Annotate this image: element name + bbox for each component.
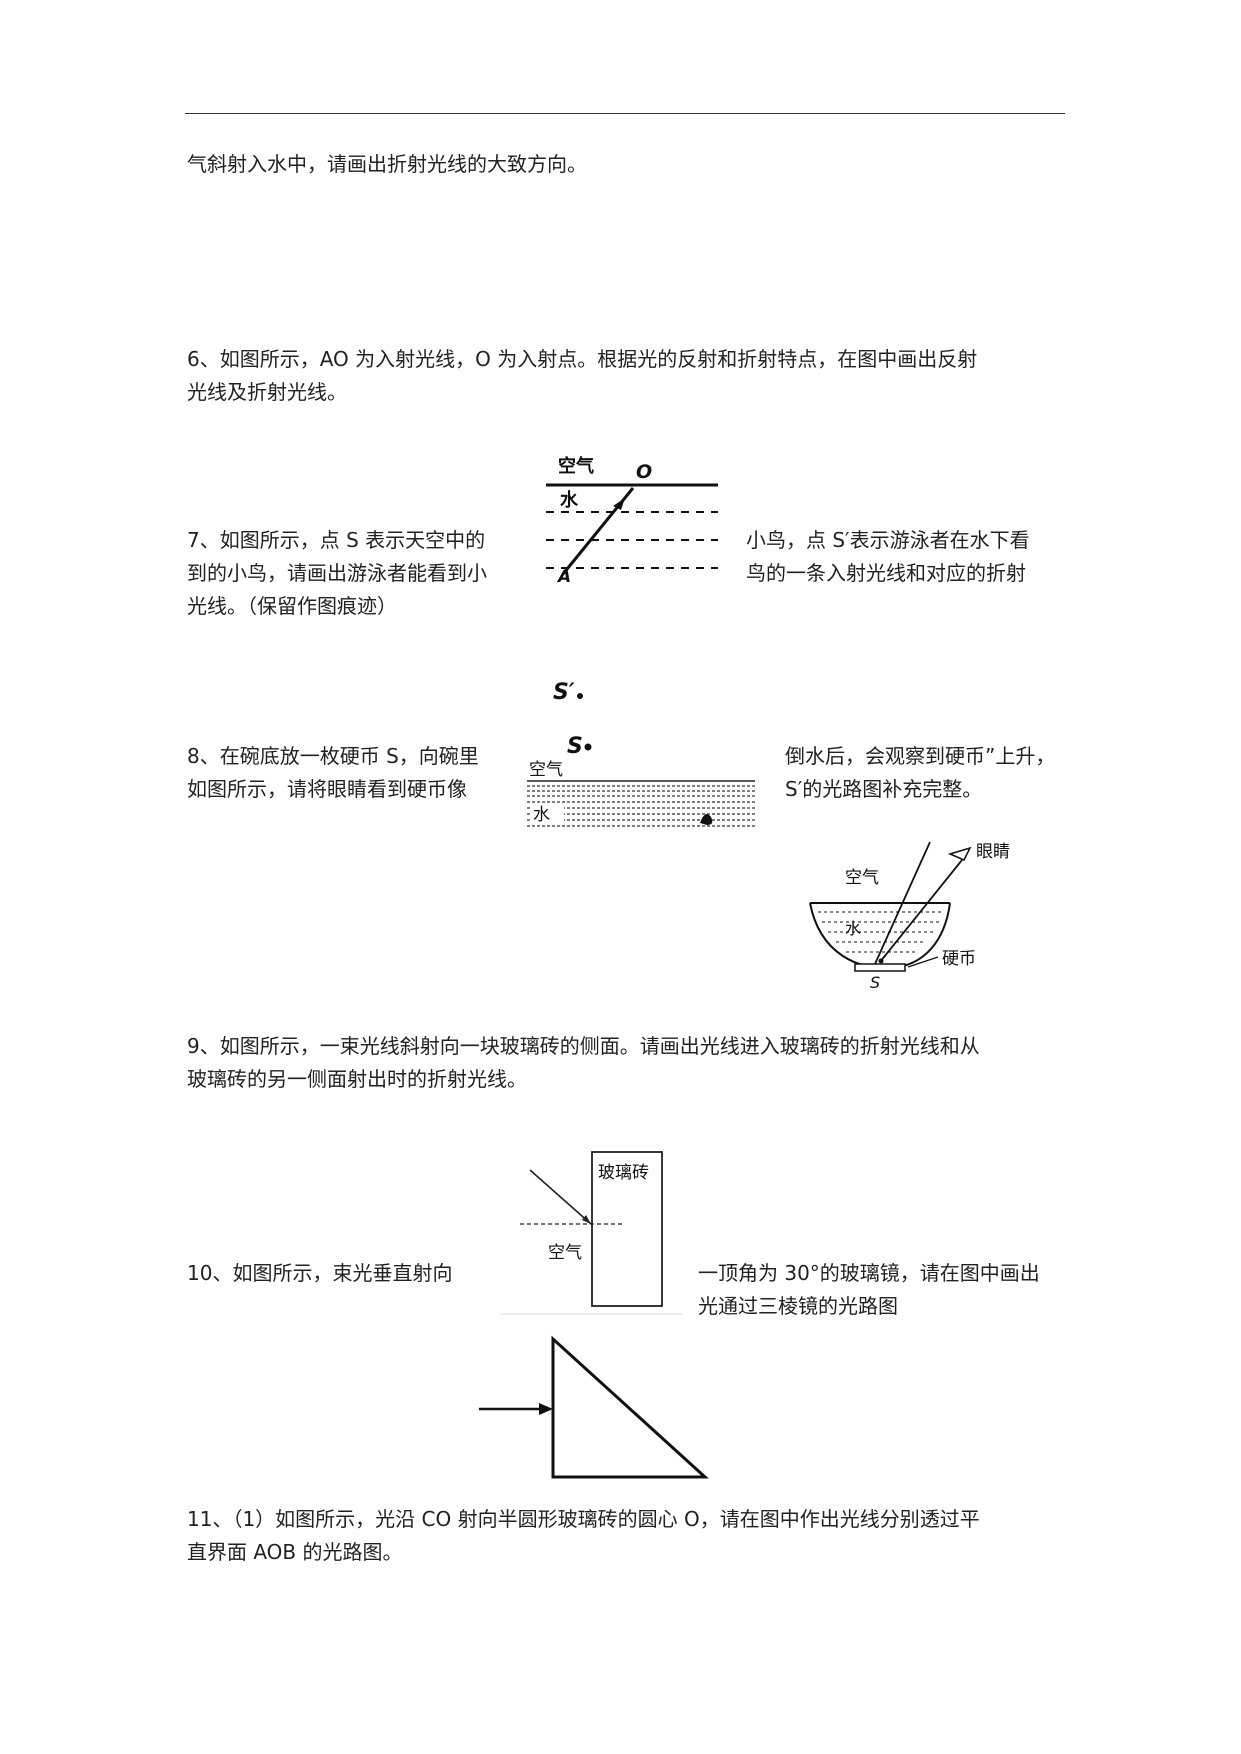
q6-text-line2: 光线及折射光线。 [187, 380, 347, 404]
q11-text-line2: 直界面 AOB 的光路图。 [187, 1540, 403, 1564]
q7-text-right-2: 鸟的一条入射光线和对应的折射 [746, 561, 1026, 585]
q8-label-water: 水 [845, 919, 861, 938]
q9-label-air: 空气 [548, 1243, 582, 1263]
q10-text-right-1: 一顶角为 30°的玻璃镜，请在图中画出 [698, 1261, 1040, 1285]
q6-ray-arrowhead [613, 498, 625, 510]
q7-water-label-bg [530, 803, 564, 823]
q7-label-water: 水 [533, 805, 550, 825]
q7-text-left-3: 光线。（保留作图痕迹） [187, 594, 397, 618]
q10-ray-arrowhead [539, 1403, 553, 1415]
q7-text-right-1: 小鸟，点 S′表示游泳者在水下看 [746, 528, 1030, 552]
q7-label-s: S [567, 734, 583, 759]
q8-label-air: 空气 [845, 868, 879, 888]
q7-point-s-prime [577, 693, 583, 699]
q8-figure: 水 空气 眼睛 硬币 S [809, 841, 1010, 992]
q9-text-line2: 玻璃砖的另一侧面射出时的折射光线。 [187, 1067, 527, 1091]
q8-water-hatching [818, 911, 943, 953]
q7-swimmer-eye-icon [700, 814, 713, 825]
q8-label-s: S [870, 973, 880, 992]
q6-label-air: 空气 [558, 455, 594, 477]
top-continuation-text: 气斜射入水中，请画出折射光线的大致方向。 [187, 152, 587, 176]
q7-point-s [584, 743, 592, 751]
q6-label-a: A [556, 567, 571, 587]
q10-text-right-2: 光通过三棱镜的光路图 [698, 1294, 898, 1318]
q8-eye-icon [947, 846, 972, 861]
q9-glass-brick [591, 1151, 663, 1307]
q8-ray-2 [879, 859, 963, 963]
q10-figure [479, 1335, 709, 1479]
q10-text-left: 10、如图所示，束光垂直射向 [187, 1261, 453, 1285]
q11-text-line1: 11、（1）如图所示，光沿 CO 射向半圆形玻璃砖的圆心 O，请在图中作出光线分… [187, 1507, 980, 1531]
q6-figure: 空气 O 水 A [546, 455, 718, 587]
q9-figure: 玻璃砖 空气 [500, 1151, 682, 1315]
q9-incident-ray [529, 1169, 592, 1225]
q8-label-eye: 眼睛 [976, 842, 1010, 862]
q10-prism [551, 1335, 709, 1479]
q7-water-hatching [527, 785, 755, 827]
q9-ray-arrowhead [582, 1215, 591, 1224]
q6-text-line1: 6、如图所示，AO 为入射光线，O 为入射点。根据光的反射和折射特点，在图中画出… [187, 347, 978, 371]
q8-label-coin: 硬币 [942, 949, 976, 969]
q8-text-right-2: S′的光路图补充完整。 [785, 777, 983, 801]
q9-text-line1: 9、如图所示，一束光线斜射向一块玻璃砖的侧面。请画出光线进入玻璃砖的折射光线和从 [187, 1034, 980, 1058]
q7-text-left-2: 到的小鸟，请画出游泳者能看到小 [187, 561, 487, 585]
q7-label-air: 空气 [529, 760, 563, 780]
q8-text-right-1: 倒水后，会观察到硬币”上升， [785, 744, 1056, 768]
q8-text-left-2: 如图所示，请将眼睛看到硬币像 [187, 777, 467, 801]
header-rule [185, 113, 1065, 114]
q7-figure: S′ S 空气 水 [527, 680, 755, 827]
q8-ray-1 [874, 841, 931, 965]
q9-label-glass: 玻璃砖 [598, 1163, 649, 1183]
q8-text-left-1: 8、在碗底放一枚硬币 S，向碗里 [187, 744, 479, 768]
q7-text-left-1: 7、如图所示，点 S 表示天空中的 [187, 528, 486, 552]
q6-label-o: O [636, 461, 652, 483]
q8-coin-point [878, 958, 884, 964]
q8-coin-leader [907, 956, 939, 968]
q6-label-water: 水 [560, 489, 579, 511]
q7-label-s-prime: S′ [553, 680, 575, 705]
